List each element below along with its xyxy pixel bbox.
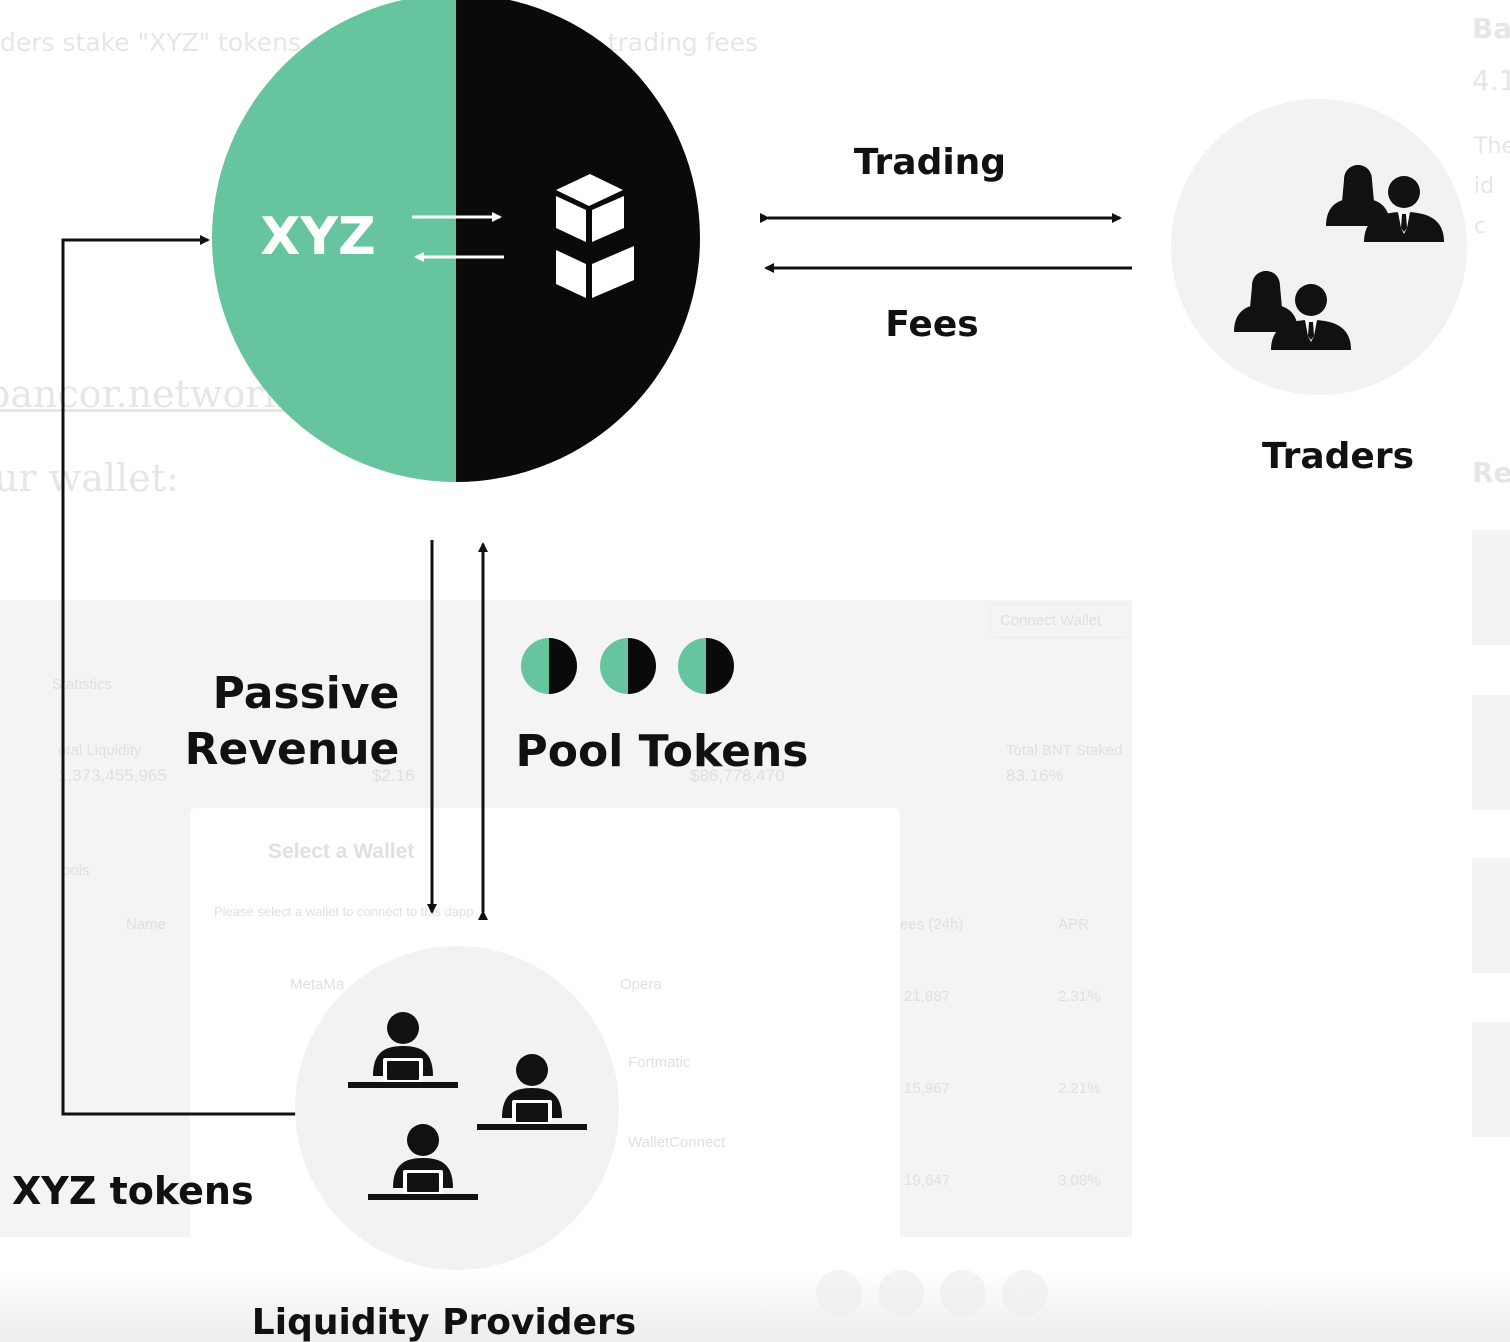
bg-wallet-option-walletconnect[interactable]: WalletConnect — [628, 1134, 725, 1151]
bg-article-wallet-text: ur wallet: — [0, 456, 179, 500]
xyz-tokens-label: XYZ tokens — [12, 1169, 254, 1213]
bg-stat-value: $2.16 — [372, 766, 415, 785]
bg-table-cell: 2.31% — [1058, 988, 1101, 1005]
bg-table-cell: 21,887 — [904, 988, 950, 1005]
pool-token-icon — [521, 638, 577, 694]
bg-wallet-option-metamask[interactable]: MetaMa — [290, 976, 345, 993]
bg-article-link[interactable]: bancor.network — [0, 372, 287, 416]
bg-statistics-heading: Statistics — [52, 676, 113, 693]
trading-label: Trading — [854, 142, 1006, 183]
passive-revenue-label-line2: Revenue — [185, 724, 400, 775]
bg-fees-header: ees (24h) — [900, 916, 964, 933]
pool-token-icon — [678, 638, 734, 694]
bg-sidebar-value: 4.1 — [1472, 64, 1510, 97]
bg-table-cell: 2.21% — [1058, 1080, 1101, 1097]
passive-revenue-label-line1: Passive — [213, 668, 400, 719]
bg-sidebar-header: Ba — [1472, 12, 1510, 45]
bg-name-header: Name — [126, 916, 167, 933]
liquidity-providers-label: Liquidity Providers — [252, 1302, 636, 1342]
fees-label: Fees — [885, 304, 978, 345]
liquidity-providers-node: Liquidity Providers — [252, 946, 636, 1342]
pool-circle: XYZ — [212, 0, 700, 482]
bg-table-cell: 3.08% — [1058, 1172, 1101, 1189]
bg-sidebar-card[interactable] — [1472, 1022, 1510, 1137]
traders-node: Traders — [1171, 99, 1467, 477]
bg-connect-wallet-label: Connect Wallet — [1000, 612, 1102, 629]
bg-sidebar-text-3: c — [1474, 214, 1487, 239]
pool-xyz-symbol: XYZ — [260, 207, 375, 267]
bg-connect-wallet-button[interactable] — [990, 604, 1130, 638]
bg-sidebar-header-2: Re — [1472, 456, 1510, 489]
pool-half-bnt — [456, 0, 700, 482]
bg-wallet-option-opera[interactable]: Opera — [620, 976, 662, 993]
pool-token-icon — [600, 638, 656, 694]
bg-sidebar-card[interactable] — [1472, 695, 1510, 810]
bg-select-wallet-hint: Please select a wallet to connect to thi… — [214, 904, 474, 919]
bg-apr-header: APR — [1058, 916, 1089, 933]
bg-total-liquidity-value: 1,373,455,965 — [58, 766, 167, 785]
pool-tokens-label: Pool Tokens — [516, 726, 809, 777]
bg-table-cell: 19,647 — [904, 1172, 950, 1189]
bg-total-liquidity-label: otal Liquidity — [58, 742, 142, 759]
bg-sidebar-card[interactable] — [1472, 530, 1510, 645]
bg-bottom-fade — [0, 1272, 1510, 1342]
xyz-tokens-return-arrow — [61, 235, 296, 1116]
bg-sidebar-text-2: id — [1474, 174, 1495, 199]
pool-tokens-icons — [521, 638, 734, 694]
bg-sidebar-text-1: The — [1474, 134, 1510, 159]
bancor-logo-icon — [556, 174, 634, 298]
traders-label: Traders — [1262, 436, 1414, 477]
bg-sidebar-card[interactable] — [1472, 858, 1510, 973]
bg-total-bnt-label: Total BNT Staked — [1006, 742, 1123, 759]
bg-select-wallet-title: Select a Wallet — [268, 840, 415, 863]
bg-table-cell: 15,967 — [904, 1080, 950, 1097]
bg-stat-value: $86,778,470 — [690, 766, 785, 785]
bg-total-bnt-value: 83.16% — [1006, 766, 1064, 785]
bg-wallet-option-fortmatic[interactable]: Fortmatic — [628, 1054, 691, 1071]
bg-pools-tab[interactable]: ools — [62, 862, 90, 879]
